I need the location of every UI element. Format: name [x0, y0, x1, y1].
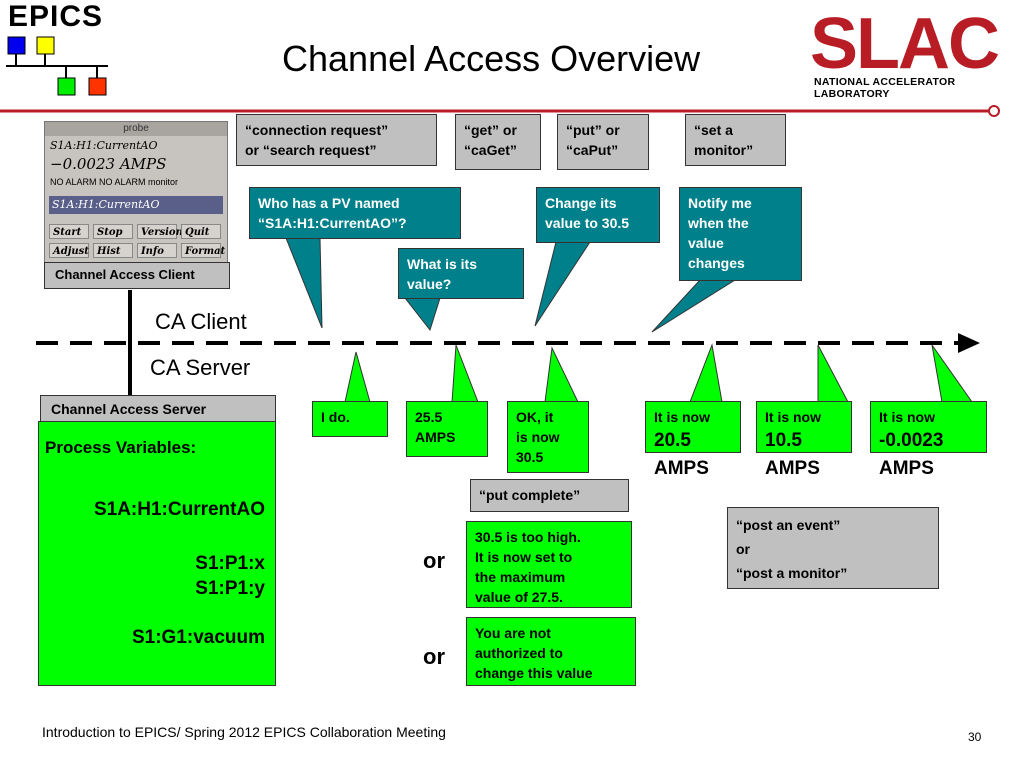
client-msg-who-has-line1: Who has a PV named [258, 195, 400, 211]
post-event: “post an event” or “post a monitor” [727, 507, 939, 589]
server-pv-3: S1:P1:y [195, 578, 265, 599]
put-too-high-line4: value of 27.5. [475, 589, 563, 605]
request-get: “get” or “caGet” [455, 114, 541, 170]
put-not-authorized-line2: authorized to [475, 645, 563, 661]
server-caption: Channel Access Server [40, 395, 276, 422]
probe-hist-button[interactable]: Hist [93, 243, 133, 258]
request-monitor-line2: monitor” [694, 142, 754, 158]
probe-info-button[interactable]: Info [137, 243, 177, 258]
server-msg-now-1-line2: 20.5 [654, 430, 691, 451]
put-too-high-line2: It is now set to [475, 549, 573, 565]
probe-window: probe S1A:H1:CurrentAO −0.0023 AMPS NO A… [44, 121, 228, 263]
server-pv-2: S1:P1:x [195, 553, 265, 574]
timeline-arrow [958, 333, 980, 353]
slide-title: Channel Access Overview [282, 38, 701, 79]
server-msg-now-2-line2: 10.5 [765, 430, 802, 451]
client-msg-notify-line3: value [688, 235, 724, 251]
probe-status: NO ALARM NO ALARM monitor [50, 177, 179, 187]
put-not-authorized-line3: change this value [475, 665, 593, 681]
client-msg-notify: Notify me when the value changes [679, 187, 802, 281]
request-put-line1: “put” or [566, 122, 620, 138]
client-msg-what-value: What is its value? [398, 248, 524, 299]
client-msg-what-value-line2: value? [407, 276, 452, 292]
client-msg-notify-line4: changes [688, 255, 745, 271]
server-msg-now-1: It is now 20.5 AMPS [645, 401, 741, 479]
ca-server-label: CA Server [150, 355, 251, 380]
request-monitor-line1: “set a [694, 122, 733, 138]
probe-pv-input[interactable]: S1A:H1:CurrentAO [49, 196, 223, 214]
server-msg-value-line2: AMPS [415, 429, 456, 445]
server-msg-now-1-line1: It is now [654, 409, 710, 425]
server-msg-value-line1: 25.5 [415, 409, 443, 425]
server-pv-1: S1A:H1:CurrentAO [93, 499, 265, 520]
request-get-line1: “get” or [464, 122, 517, 138]
probe-value: −0.0023 AMPS [50, 155, 167, 173]
probe-version-button[interactable]: Version [137, 224, 183, 239]
header-rule-end [988, 105, 1000, 117]
put-not-authorized: You are not authorized to change this va… [466, 617, 636, 686]
client-msg-what-value-line1: What is its [407, 256, 478, 272]
probe-format-button[interactable]: Format [181, 243, 225, 258]
probe-stop-button[interactable]: Stop [93, 224, 133, 239]
server-msg-now-2: It is now 10.5 AMPS [756, 401, 852, 479]
server-msg-now-2-line3: AMPS [765, 458, 820, 479]
request-connection-line1: “connection request” [245, 122, 389, 138]
client-msg-change: Change its value to 30.5 [536, 187, 660, 243]
server-msg-now-3-line3: AMPS [879, 458, 934, 479]
request-connection: “connection request” or “search request” [236, 114, 437, 166]
server-pv-4: S1:G1:vacuum [131, 627, 265, 648]
probe-pv-name: S1A:H1:CurrentAO [50, 139, 158, 152]
client-msg-change-line2: value to 30.5 [545, 215, 630, 231]
server-msg-now-3-line2: -0.0023 [879, 430, 944, 451]
server-msg-ok-line2: is now [516, 429, 560, 445]
slac-logo: SLAC [810, 4, 1000, 84]
page-number: 30 [968, 730, 982, 744]
post-event-line2: or [736, 541, 750, 557]
server-msg-i-do: I do. [312, 401, 388, 437]
put-too-high-line1: 30.5 is too high. [475, 529, 581, 545]
request-put: “put” or “caPut” [557, 114, 649, 170]
server-msg-ok-line3: 30.5 [516, 449, 544, 465]
client-msg-notify-line1: Notify me [688, 195, 752, 211]
or-label-2: or [423, 644, 445, 669]
slac-logo-subtitle: NATIONAL ACCELERATOR LABORATORY [814, 76, 956, 100]
server-pv-panel: Process Variables: S1A:H1:CurrentAO S1:P… [38, 421, 276, 686]
post-event-line3: “post a monitor” [736, 565, 848, 581]
request-put-line2: “caPut” [566, 142, 619, 158]
probe-quit-button[interactable]: Quit [181, 224, 221, 239]
client-caption: Channel Access Client [44, 262, 230, 289]
post-event-line1: “post an event” [736, 517, 841, 533]
ca-client-label: CA Client [155, 309, 247, 334]
client-msg-who-has: Who has a PV named “S1A:H1:CurrentAO”? [249, 187, 461, 239]
request-connection-line2: or “search request” [245, 142, 377, 158]
request-get-line2: “caGet” [464, 142, 517, 158]
put-complete: “put complete” [470, 479, 629, 512]
server-msg-ok-line1: OK, it [516, 409, 554, 425]
server-msg-now-2-line1: It is now [765, 409, 821, 425]
probe-titlebar[interactable]: probe [45, 122, 227, 136]
client-msg-notify-line2: when the [688, 215, 749, 231]
server-msg-now-3-line1: It is now [879, 409, 935, 425]
put-too-high-line3: the maximum [475, 569, 566, 585]
put-not-authorized-line1: You are not [475, 625, 551, 641]
epics-logo-blocks [6, 36, 108, 96]
probe-adjust-button[interactable]: Adjust [49, 243, 89, 258]
put-too-high: 30.5 is too high. It is now set to the m… [466, 521, 632, 608]
server-msg-now-1-line3: AMPS [654, 458, 709, 479]
probe-start-button[interactable]: Start [49, 224, 89, 239]
footer-text: Introduction to EPICS/ Spring 2012 EPICS… [42, 724, 446, 740]
epics-logo: EPICS [8, 0, 104, 33]
client-msg-who-has-line2: “S1A:H1:CurrentAO”? [258, 215, 407, 231]
server-msg-ok: OK, it is now 30.5 [507, 401, 589, 473]
or-label-1: or [423, 548, 445, 573]
server-msg-now-3: It is now -0.0023 AMPS [870, 401, 987, 479]
server-pv-heading: Process Variables: [45, 438, 197, 457]
server-msg-value: 25.5 AMPS [406, 401, 488, 457]
request-monitor: “set a monitor” [685, 114, 786, 166]
client-msg-change-line1: Change its [545, 195, 617, 211]
